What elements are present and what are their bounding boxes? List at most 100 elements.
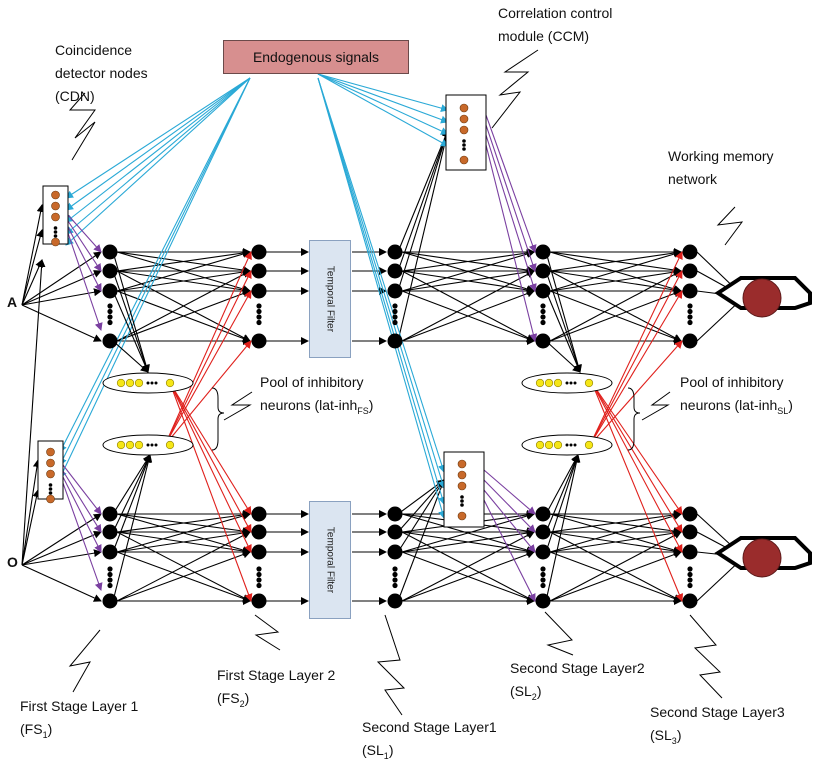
connection-arrow <box>21 564 102 602</box>
ccm-node <box>459 155 469 165</box>
ccm-node <box>457 481 467 491</box>
ccm-node <box>457 459 467 469</box>
ccm-node <box>457 470 467 480</box>
control-arrow <box>483 489 536 553</box>
sl2-top-neuron <box>535 333 551 349</box>
endogenous-arrow <box>317 73 449 135</box>
cdn-dot <box>53 230 58 234</box>
ellipsis-dot <box>107 566 113 572</box>
cdn-node <box>51 212 60 222</box>
fs1-top-neuron <box>102 244 118 260</box>
pool-dot <box>146 443 150 447</box>
ccm-input-arrow <box>397 129 450 253</box>
sl3-bottom-neuron <box>682 506 698 522</box>
connection-arrow <box>116 250 251 292</box>
control-arrow <box>62 482 103 591</box>
pool-node <box>134 440 144 450</box>
pointer-squiggle <box>716 206 744 246</box>
ellipsis-dot <box>256 308 262 315</box>
pointer-squiggle <box>491 49 539 129</box>
control-arrow <box>485 144 538 342</box>
connection-arrow <box>21 531 102 566</box>
fs2-top-neuron <box>251 333 267 349</box>
ellipsis-dot <box>540 303 546 309</box>
brace-sl <box>627 387 641 451</box>
temporal-filter-top: Temporal Filter <box>309 240 351 358</box>
pointer-squiggle <box>641 391 671 421</box>
sl2-top-neuron <box>535 283 551 299</box>
endogenous-arrow <box>59 77 251 453</box>
endogenous-signals-box: Endogenous signals <box>223 40 409 74</box>
connection-arrow <box>401 268 535 292</box>
pool-node <box>535 440 545 450</box>
endogenous-arrow <box>59 77 251 479</box>
cdn-node <box>46 447 55 457</box>
pool-dot <box>150 443 154 447</box>
memory-core <box>742 538 782 578</box>
sl1-bottom-neuron <box>387 593 403 609</box>
inhibitory-arrow <box>589 340 683 446</box>
ellipsis-dot <box>392 308 398 315</box>
control-arrow <box>62 470 102 533</box>
pool-node <box>553 440 563 450</box>
endogenous-arrow <box>317 73 449 112</box>
control-arrow <box>485 134 537 292</box>
ellipsis-dot <box>256 571 262 578</box>
ccm-dot <box>462 139 466 143</box>
pointer-squiggle <box>68 629 101 693</box>
fs1-label: First Stage Layer 1 (FS1) <box>20 698 139 740</box>
inhibitory-arrow <box>164 270 252 446</box>
ellipsis-dot <box>687 571 693 578</box>
connection-arrow <box>116 510 251 533</box>
pool-sl-label: Pool of inhibitory neurons (lat-inhSL) <box>680 374 793 416</box>
connection-arrow <box>545 251 582 373</box>
pool-node <box>544 378 554 388</box>
connection-arrow <box>112 454 153 602</box>
pool-node <box>116 378 126 388</box>
connection-arrow <box>116 268 251 292</box>
endogenous-arrow <box>65 77 251 246</box>
cdn-node <box>51 201 60 211</box>
connection-arrow <box>116 550 251 602</box>
pointer-squiggle <box>254 614 281 651</box>
input-a-label: A <box>7 294 18 310</box>
cdn-dot <box>53 226 58 230</box>
connection-arrow <box>545 454 581 602</box>
ellipsis-dot <box>687 319 693 326</box>
ellipsis-dot <box>540 577 546 583</box>
fs2-bottom-neuron <box>251 593 267 609</box>
connection-arrow <box>21 549 102 566</box>
ccm-dot <box>462 143 466 147</box>
pool-fs-label: Pool of inhibitory neurons (lat-inhFS) <box>260 374 374 416</box>
connection-arrow <box>112 340 149 373</box>
connection-arrow <box>21 259 43 306</box>
pool-node <box>125 378 135 388</box>
connection-arrow <box>21 204 45 306</box>
ellipsis-dot <box>540 319 546 326</box>
ellipsis-dot <box>540 566 546 572</box>
inhibitory-arrow <box>164 290 252 446</box>
connection-arrow <box>112 454 152 553</box>
inhibitory-arrow <box>164 340 252 446</box>
connection-arrow <box>112 454 151 515</box>
connection-arrow <box>21 459 41 566</box>
connection-arrow <box>545 270 582 373</box>
temporal-filter-bottom-label: Temporal Filter <box>324 526 336 594</box>
fs1-bottom-neuron <box>102 506 118 522</box>
connection-arrow <box>549 512 682 553</box>
pool-dot <box>573 443 577 447</box>
connection-arrow <box>112 270 150 373</box>
endogenous-arrow <box>317 73 449 124</box>
sl3-bottom-neuron <box>682 524 698 540</box>
connection-arrow <box>112 290 149 373</box>
ellipsis-dot <box>687 582 693 589</box>
sl2-bottom-neuron <box>535 544 551 560</box>
sl3-label: Second Stage Layer3 (SL3) <box>650 704 785 746</box>
ellipsis-dot <box>107 303 113 309</box>
sl1-bottom-neuron <box>387 506 403 522</box>
sl1-top-neuron <box>387 244 403 260</box>
sl3-top-neuron <box>682 283 698 299</box>
endogenous-arrow <box>59 77 251 466</box>
connection-arrow <box>21 251 102 306</box>
